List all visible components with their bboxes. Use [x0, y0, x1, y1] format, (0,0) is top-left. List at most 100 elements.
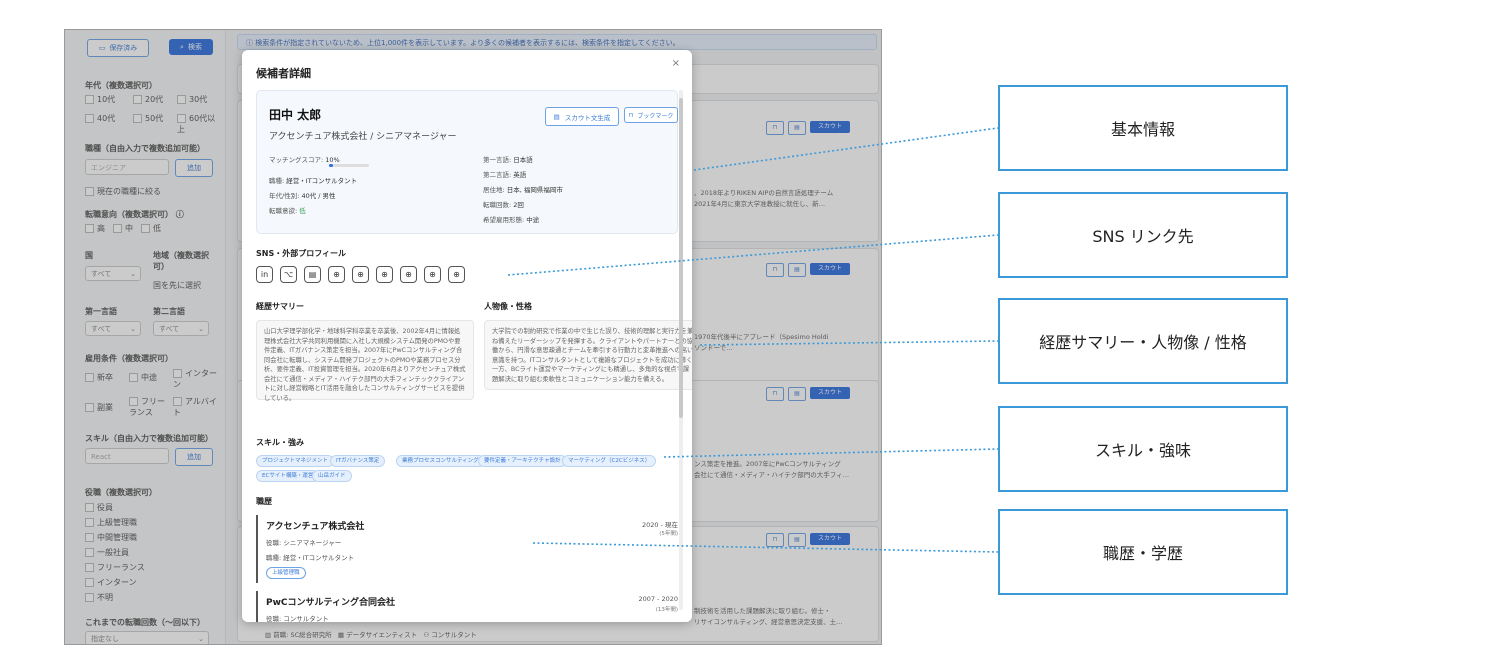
checkbox[interactable] [113, 224, 122, 233]
checkbox[interactable] [85, 224, 94, 233]
checkbox[interactable] [85, 548, 94, 557]
age-10[interactable]: 10代 [85, 94, 115, 105]
checkbox[interactable] [173, 397, 182, 406]
career-position: 役職: コンサルタント [266, 615, 329, 622]
candidate-company-role: アクセンチュア株式会社 / シニアマネージャー [269, 132, 457, 142]
checkbox[interactable] [85, 503, 94, 512]
emp-freelance[interactable]: フリーランス [129, 397, 165, 417]
globe-icon[interactable]: ⊕ [328, 266, 345, 283]
save-icon: ▭ [98, 44, 106, 52]
scout-button[interactable]: スカウト [810, 387, 850, 399]
career-company: PwCコンサルティング合同会社 [266, 598, 395, 608]
info-lang1: 第一言語: 日本語 [483, 156, 533, 164]
country-title: 国 [85, 251, 93, 260]
emp-newgrad[interactable]: 新卒 [85, 372, 113, 383]
bookmark-button[interactable]: ⊓ブックマーク [624, 107, 678, 123]
age-60[interactable]: 60代以上 [177, 114, 216, 134]
intent-high[interactable]: 高 [85, 223, 105, 234]
note-icon[interactable]: ▤ [304, 266, 321, 283]
globe-icon[interactable]: ⊕ [376, 266, 393, 283]
changes-select[interactable]: 指定なし ⌄ [85, 631, 209, 644]
intent-mid[interactable]: 中 [113, 223, 133, 234]
chevron-down-icon: ⌄ [130, 270, 136, 278]
globe-icon[interactable]: ⊕ [352, 266, 369, 283]
skill-add-button[interactable]: 追加 [175, 448, 213, 466]
globe-icon[interactable]: ⊕ [424, 266, 441, 283]
pos-staff[interactable]: 一般社員 [85, 547, 129, 558]
pos-middle[interactable]: 中間管理職 [85, 532, 137, 543]
lang1-title: 第一言語 [85, 307, 117, 316]
intent-low[interactable]: 低 [141, 223, 161, 234]
pos-exec[interactable]: 役員 [85, 502, 113, 513]
info-job: 職種: 経営・ITコンサルタント [269, 177, 358, 185]
intent-title: 転職意向（複数選択可） ⓘ [85, 210, 184, 219]
pos-freelance[interactable]: フリーランス [85, 562, 145, 573]
emp-parttime[interactable]: アルバイト [173, 397, 217, 417]
job-add-button[interactable]: 追加 [175, 159, 213, 177]
emp-midcareer[interactable]: 中途 [129, 372, 157, 383]
document-icon[interactable]: ▤ [788, 387, 806, 401]
career-duration: (13年間) [655, 607, 678, 613]
age-30[interactable]: 30代 [177, 94, 207, 105]
pos-senior[interactable]: 上級管理職 [85, 517, 137, 528]
checkbox[interactable] [85, 187, 94, 196]
checkbox[interactable] [85, 578, 94, 587]
modal-scrollbar[interactable] [679, 90, 683, 610]
skill-title: スキル（自由入力で複数追加可能） [85, 434, 213, 443]
region-title: 地域（複数選択可） [153, 251, 209, 271]
scout-text-button[interactable]: ▤スカウト文生成 [545, 107, 619, 126]
checkbox[interactable] [173, 369, 182, 378]
github-icon[interactable]: ⌥ [280, 266, 297, 283]
checkbox[interactable] [133, 114, 142, 123]
checkbox[interactable] [85, 95, 94, 104]
region-select[interactable]: 国を先に選択 [153, 281, 201, 290]
age-40[interactable]: 40代 [85, 113, 115, 124]
globe-icon[interactable]: ⊕ [448, 266, 465, 283]
skill-input[interactable]: React [85, 448, 169, 464]
checkbox[interactable] [85, 533, 94, 542]
linkedin-icon[interactable]: in [256, 266, 273, 283]
current-job-filter[interactable]: 現在の職種に絞る [85, 186, 161, 197]
matching-score: マッチングスコア: 10% [269, 156, 340, 164]
persona-text: 大学院での制約研究で作業の中で生じた誤り、技術的理解と実行力を兼ね備えたリーダー… [484, 320, 692, 390]
checkbox[interactable] [129, 373, 138, 382]
pos-unknown[interactable]: 不明 [85, 592, 113, 603]
pos-intern[interactable]: インターン [85, 577, 137, 588]
age-20[interactable]: 20代 [133, 94, 163, 105]
search-button[interactable]: ⌕検索 [169, 39, 213, 55]
emp-intern[interactable]: インターン [173, 369, 217, 389]
job-input[interactable]: エンジニア [85, 159, 169, 175]
close-icon[interactable]: × [671, 58, 680, 69]
checkbox[interactable] [129, 397, 138, 406]
bookmark-icon[interactable]: ⊓ [766, 387, 784, 401]
annotation-basic-info: 基本情報 [998, 85, 1288, 171]
checkbox[interactable] [85, 593, 94, 602]
age-50[interactable]: 50代 [133, 113, 163, 124]
checkbox[interactable] [141, 224, 150, 233]
career-entry: アクセンチュア株式会社 役職: シニアマネージャー 職種: 経営・ITコンサルタ… [256, 515, 678, 583]
checkbox[interactable] [177, 114, 186, 123]
lang1-select[interactable]: すべて ⌄ [85, 321, 141, 336]
candidate-name: 田中 太郎 [269, 108, 322, 122]
saved-button[interactable]: ▭保存済み [87, 39, 149, 57]
persona-title: 人物像・性格 [484, 302, 532, 311]
career-entry: PwCコンサルティング合同会社 役職: コンサルタント 2007 - 2020 … [256, 591, 678, 622]
scout-button[interactable]: スカウト [810, 533, 850, 545]
checkbox[interactable] [85, 563, 94, 572]
checkbox[interactable] [85, 114, 94, 123]
scroll-thumb[interactable] [679, 98, 683, 418]
checkbox[interactable] [85, 403, 94, 412]
globe-icon[interactable]: ⊕ [400, 266, 417, 283]
checkbox[interactable] [85, 373, 94, 382]
checkbox[interactable] [133, 95, 142, 104]
emp-side[interactable]: 副業 [85, 402, 113, 413]
info-residence: 居住地: 日本, 福岡県福岡市 [483, 186, 563, 194]
checkbox[interactable] [177, 95, 186, 104]
summary-title: 経歴サマリー [256, 302, 304, 311]
chevron-down-icon: ⌄ [198, 325, 204, 333]
country-select[interactable]: すべて ⌄ [85, 266, 141, 281]
search-icon: ⌕ [180, 42, 184, 51]
checkbox[interactable] [85, 518, 94, 527]
lang2-select[interactable]: すべて ⌄ [153, 321, 209, 336]
card-summary: リサイコンサルティング、経営意思決定支援、土… [694, 618, 843, 626]
